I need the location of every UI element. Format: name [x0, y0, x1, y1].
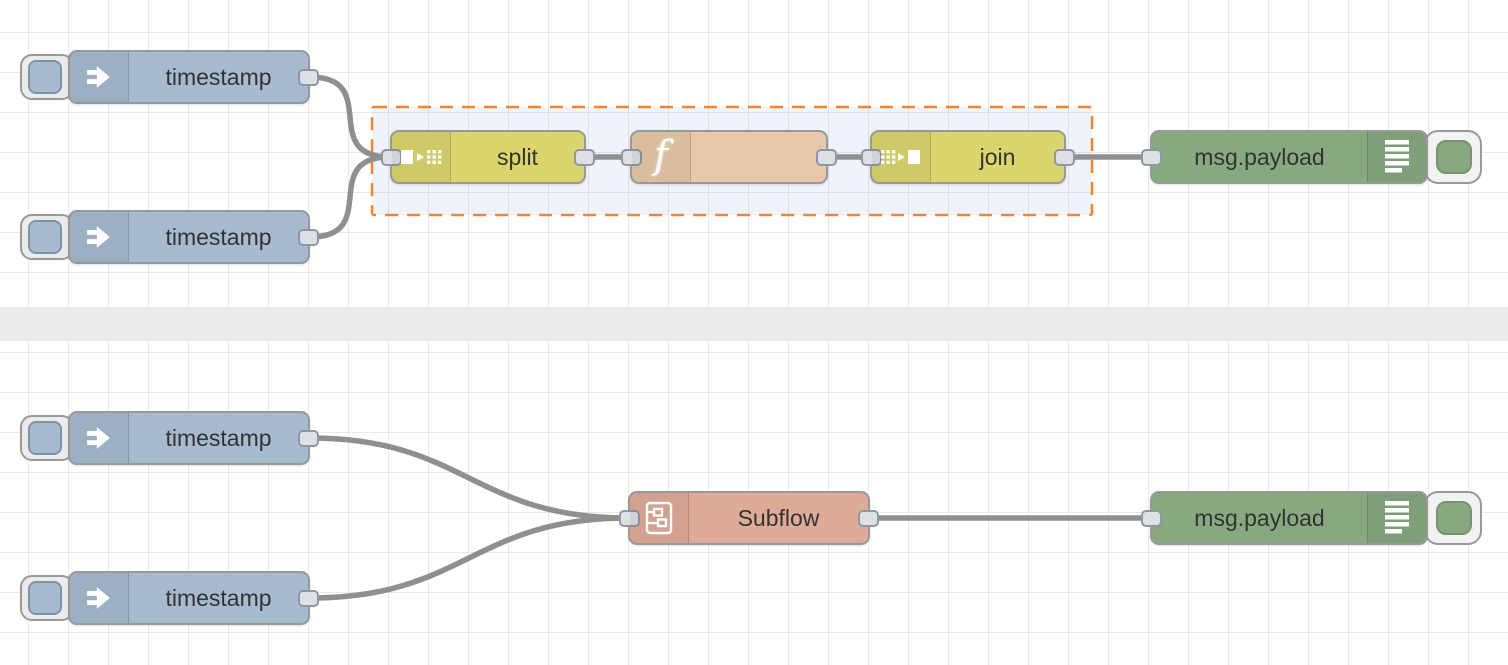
input-port[interactable] — [1141, 509, 1162, 527]
node-label — [691, 132, 826, 182]
inject-button-pad[interactable] — [28, 581, 62, 615]
debug-list-icon — [1385, 501, 1409, 534]
debug-icon-box — [1367, 132, 1426, 182]
node-label: timestamp — [165, 424, 272, 451]
inject-button-pad[interactable] — [28, 60, 62, 94]
inject-icon-box — [70, 52, 129, 102]
node-label: msg.payload — [1194, 504, 1325, 531]
input-port[interactable] — [1141, 148, 1162, 166]
output-port[interactable] — [574, 148, 595, 166]
debug-icon-box — [1367, 493, 1426, 543]
output-port[interactable] — [298, 228, 319, 246]
split-icon-box — [392, 132, 451, 182]
node-inject-timestamp-4[interactable]: timestamp — [68, 571, 319, 625]
inject-arrow-icon — [87, 66, 110, 88]
inject-icon-box — [70, 212, 129, 262]
node-debug-msg-payload-1[interactable]: msg.payload — [1141, 130, 1428, 184]
inject-button-pad[interactable] — [28, 421, 62, 455]
inject-button[interactable] — [20, 214, 74, 260]
node-debug-msg-payload-2[interactable]: msg.payload — [1141, 491, 1428, 545]
node-label: timestamp — [165, 63, 272, 90]
output-port[interactable] — [298, 429, 319, 447]
input-port[interactable] — [621, 148, 642, 166]
node-inject-timestamp-3[interactable]: timestamp — [68, 411, 319, 465]
inject-arrow-icon — [87, 226, 110, 248]
join-icon-box — [872, 132, 931, 182]
node-label: split — [497, 143, 538, 170]
wire[interactable] — [307, 515, 631, 601]
node-label: timestamp — [165, 584, 272, 611]
debug-toggle-button[interactable] — [1424, 491, 1482, 545]
wire[interactable] — [307, 154, 393, 240]
node-label: msg.payload — [1194, 143, 1325, 170]
join-icon — [881, 150, 920, 164]
subflow-icon-box — [630, 493, 689, 543]
wire[interactable] — [307, 74, 393, 160]
wire[interactable] — [307, 435, 631, 521]
subflow-icon — [645, 501, 673, 535]
output-port[interactable] — [858, 509, 879, 527]
node-subflow[interactable]: Subflow — [619, 491, 879, 545]
flow-divider-band — [0, 307, 1508, 341]
inject-button[interactable] — [20, 575, 74, 621]
inject-arrow-icon — [87, 427, 110, 449]
inject-icon-box — [70, 573, 129, 623]
inject-icon-box — [70, 413, 129, 463]
node-label: join — [979, 143, 1016, 170]
inject-button-pad[interactable] — [28, 220, 62, 254]
output-port[interactable] — [298, 589, 319, 607]
output-port[interactable] — [1054, 148, 1075, 166]
input-port[interactable] — [619, 509, 640, 527]
output-port[interactable] — [816, 148, 837, 166]
node-label: timestamp — [165, 223, 272, 250]
inject-button[interactable] — [20, 54, 74, 100]
node-inject-timestamp-2[interactable]: timestamp — [68, 210, 319, 264]
node-label: Subflow — [737, 504, 820, 531]
inject-button[interactable] — [20, 415, 74, 461]
inject-arrow-icon — [87, 587, 110, 609]
node-split[interactable]: split — [381, 130, 595, 184]
node-inject-timestamp-1[interactable]: timestamp — [68, 50, 319, 104]
function-icon-box: f — [632, 132, 691, 182]
node-join[interactable]: join — [861, 130, 1075, 184]
split-icon — [401, 150, 442, 164]
debug-toggle-pad[interactable] — [1436, 140, 1472, 174]
function-f-icon: f — [653, 133, 669, 177]
debug-toggle-pad[interactable] — [1436, 501, 1472, 535]
debug-toggle-button[interactable] — [1424, 130, 1482, 184]
debug-list-icon — [1385, 140, 1409, 173]
node-function[interactable]: f — [621, 130, 837, 184]
output-port[interactable] — [298, 68, 319, 86]
